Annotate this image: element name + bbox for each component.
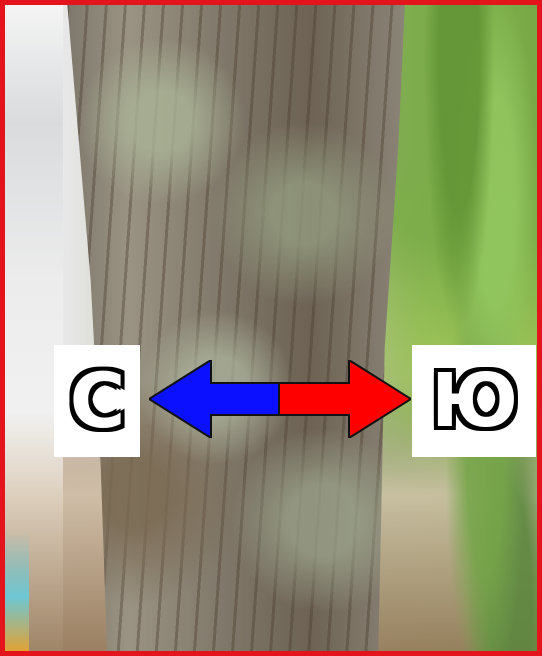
left-arrow-head: [149, 360, 280, 438]
lower-left-decoration: [5, 531, 29, 651]
foliage-background: [407, 5, 537, 651]
right-arrow-head: [278, 360, 411, 438]
tree-trunk: [67, 5, 405, 651]
double-arrow-icon: [149, 360, 411, 438]
south-label-box: Ю: [412, 345, 536, 457]
north-label-box: С: [54, 345, 140, 457]
north-label: С: [69, 356, 126, 445]
south-label: Ю: [431, 358, 518, 444]
